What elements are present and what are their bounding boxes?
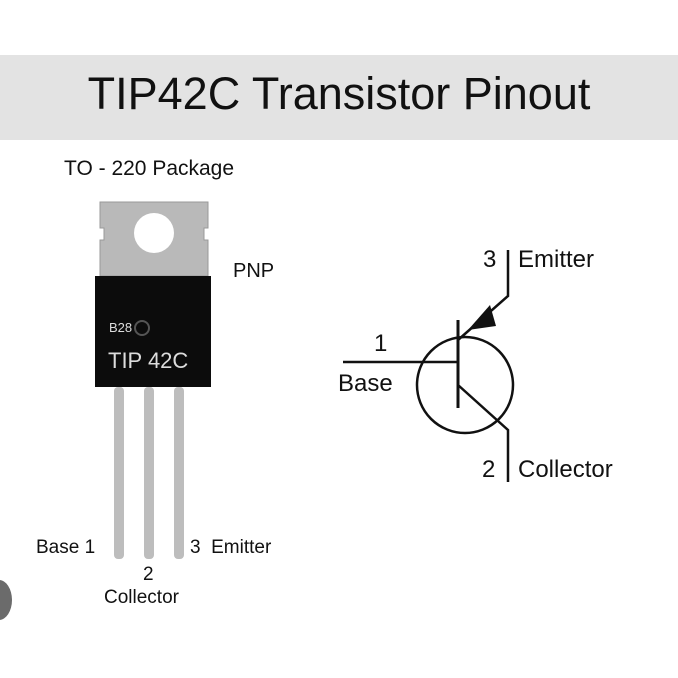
package-body bbox=[95, 276, 211, 387]
symbol-base-label: Base bbox=[338, 370, 393, 397]
package-label: TO - 220 Package bbox=[64, 157, 235, 180]
pin-collector-label: Collector bbox=[104, 587, 179, 608]
symbol-base-number: 1 bbox=[374, 330, 388, 357]
chip-marking: TIP 42C bbox=[108, 348, 189, 373]
pnp-symbol bbox=[343, 250, 515, 482]
edge-artifact bbox=[0, 580, 12, 620]
type-label: PNP bbox=[233, 260, 275, 282]
emitter-arrow-icon bbox=[468, 305, 496, 330]
pin-emitter-label: 3 Emitter bbox=[190, 537, 272, 558]
symbol-emitter-number: 3 bbox=[483, 246, 497, 273]
lead-collector bbox=[144, 387, 154, 559]
chip-code: B28 bbox=[109, 320, 133, 335]
page-title: TIP42C Transistor Pinout bbox=[87, 68, 591, 119]
symbol-collector-label: Collector bbox=[518, 456, 613, 483]
to220-package bbox=[95, 201, 211, 559]
mounting-hole bbox=[134, 213, 174, 253]
logo-icon bbox=[134, 320, 150, 336]
lead-emitter bbox=[174, 387, 184, 559]
lead-base bbox=[114, 387, 124, 559]
pin-base-label: Base 1 bbox=[36, 537, 96, 558]
symbol-emitter-label: Emitter bbox=[518, 246, 595, 273]
symbol-collector-number: 2 bbox=[482, 456, 496, 483]
title-band bbox=[0, 55, 678, 140]
pin-collector-number: 2 bbox=[143, 564, 154, 585]
